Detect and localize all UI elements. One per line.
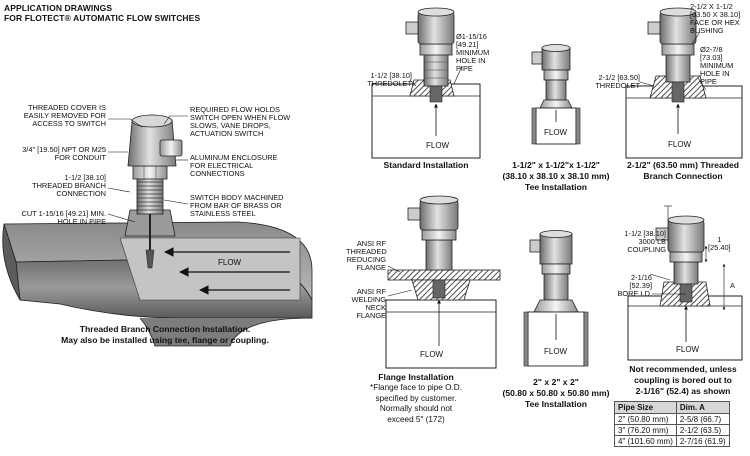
table-header-row: Pipe Size Dim. A: [614, 401, 730, 414]
coupling-flow-label: FLOW: [676, 345, 700, 354]
table-row: 3" (76.20 mm) 2-1/2 (63.5): [614, 424, 730, 436]
standard-caption: Standard Installation: [383, 160, 469, 170]
main-pipe-drawing: [2, 114, 313, 347]
label-switch-body: SWITCH BODY MACHINED FROM BAR OF BRASS O…: [190, 193, 284, 218]
table-row: 2" (50.80 mm) 2-5/8 (66.7): [614, 413, 730, 425]
standard-flow-label: FLOW: [426, 141, 450, 150]
branch-caption: 2-1/2" (63.50 mm) Threaded Branch Connec…: [626, 160, 740, 181]
label-threaded-branch: 1-1/2 [38.10] THREADED BRANCH CONNECTION: [32, 173, 106, 198]
table-row: 4" (101.60 mm) 2-7/16 (61.9): [614, 435, 730, 447]
table-header-dim-a: Dim. A: [675, 401, 730, 414]
label-aluminum-enclosure: ALUMINUM ENCLOSURE FOR ELECTRICAL CONNEC…: [190, 153, 278, 178]
label-threaded-cover: THREADED COVER IS EASILY REMOVED FOR ACC…: [23, 103, 106, 128]
page-subtitle: FOR FLOTECT® AUTOMATIC FLOW SWITCHES: [4, 13, 201, 23]
tee-small-flow-label: FLOW: [544, 128, 568, 137]
flange-label-reducing: ANSI RF THREADED REDUCING FLANGE: [346, 239, 387, 272]
standard-label-thredolet: 1-1/2 [38.10] THREDOLET: [367, 71, 412, 88]
tee-small-drawing: [531, 44, 581, 145]
page-title: APPLICATION DRAWINGS: [4, 3, 113, 13]
dimension-table: Pipe Size Dim. A 2" (50.80 mm) 2-5/8 (66…: [614, 401, 730, 447]
tee-large-drawing: [523, 230, 589, 367]
branch-label-face: 2-1/2 X 1-1/2 [63.50 X 38.10] FACE OR HE…: [690, 2, 741, 35]
branch-label-thredolet: 2-1/2 [63.50] THREDOLET: [595, 73, 640, 90]
branch-flow-label: FLOW: [668, 140, 692, 149]
table-cell-dim-a: 2-5/8 (66.7): [675, 413, 730, 425]
flange-drawing: [385, 195, 501, 369]
standard-label-hole: Ø1-15/16 [49.21] MINIMUM HOLE IN PIPE: [456, 32, 490, 73]
table-cell-dim-a: 2-1/2 (63.5): [675, 424, 730, 436]
tee-large-caption: 2" x 2" x 2" (50.80 x 50.80 x 50.80 mm) …: [502, 377, 610, 409]
table-header-pipe-size: Pipe Size: [614, 401, 677, 414]
flange-label-welding: ANSI RF WELDING NECK FLANGE: [351, 287, 387, 320]
flange-flow-label: FLOW: [420, 350, 444, 359]
table-cell-pipe-size: 2" (50.80 mm): [614, 413, 677, 425]
branch-label-hole: Ø2-7/8 [73.03] MINIMUM HOLE IN PIPE: [700, 45, 734, 86]
table-cell-dim-a: 2-7/16 (61.9): [675, 435, 730, 447]
table-cell-pipe-size: 4" (101.60 mm): [614, 435, 677, 447]
coupling-caption: Not recommended, unless coupling is bore…: [629, 364, 737, 396]
label-cut-hole: CUT 1-15/16 [49.21] MIN. HOLE IN PIPE: [21, 209, 106, 226]
standard-installation-drawing: [371, 7, 481, 159]
table-cell-pipe-size: 3" (76.20 mm): [614, 424, 677, 436]
coupling-drawing: [627, 205, 743, 361]
coupling-label-one-inch: 1 [25.40]: [708, 235, 731, 252]
main-flow-label: FLOW: [218, 258, 242, 267]
coupling-label-coupling: 1-1/2 [38.10] 3000 LB COUPLING: [624, 229, 666, 254]
label-required-flow: REQUIRED FLOW HOLDS SWITCH OPEN WHEN FLO…: [190, 105, 291, 138]
coupling-label-bore: 2-1/16 [52.39] BORE I.D.: [617, 273, 653, 298]
flange-note: *Flange face to pipe O.D. specified by c…: [370, 383, 462, 424]
flange-caption: Flange Installation: [378, 372, 454, 382]
tee-small-caption: 1-1/2" x 1-1/2"x 1-1/2" (38.10 x 38.10 x…: [502, 160, 610, 192]
coupling-label-a: A: [730, 281, 735, 290]
tee-large-flow-label: FLOW: [544, 347, 568, 356]
threaded-branch-drawing: [625, 7, 743, 159]
label-npt-conduit: 3/4" [19.50] NPT OR M25 FOR CONDUIT: [22, 145, 106, 162]
main-drawing-caption: Threaded Branch Connection Installation.…: [61, 324, 269, 345]
